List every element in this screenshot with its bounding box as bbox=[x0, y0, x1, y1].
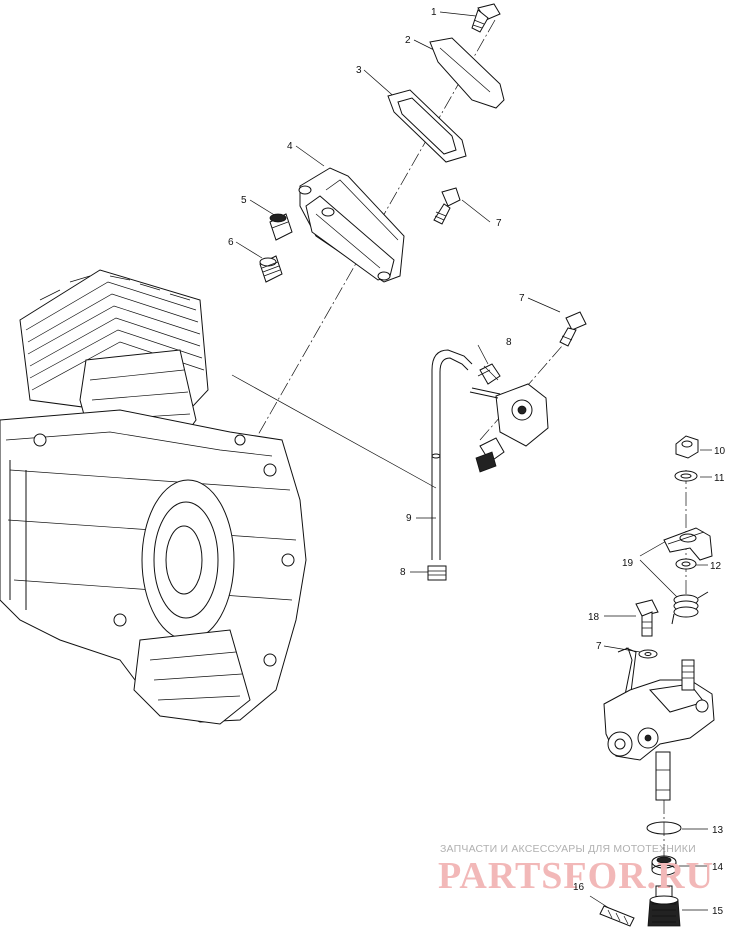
engine-block bbox=[0, 269, 307, 725]
spring-part-19 bbox=[671, 591, 709, 625]
callout-18: 18 bbox=[588, 612, 600, 623]
callout-14: 14 bbox=[712, 862, 724, 873]
callout-6: 6 bbox=[228, 237, 234, 248]
gasket-part-3 bbox=[387, 89, 467, 163]
callout-10: 10 bbox=[714, 446, 726, 457]
callout-labels: 1 2 3 4 5 6 7 7 8 9 8 10 11 19 12 18 7 1… bbox=[228, 7, 726, 917]
oil-pump-assembly bbox=[603, 647, 715, 801]
nut-part-10 bbox=[675, 435, 699, 459]
watermark: ЗАПЧАСТИ И АКСЕССУАРЫ ДЛЯ МОТОТЕХНИКИ PA… bbox=[438, 843, 714, 897]
pin-part-16 bbox=[599, 905, 635, 927]
callout-2: 2 bbox=[405, 35, 411, 46]
seal-part-14 bbox=[651, 855, 677, 876]
drive-gear-part-15 bbox=[647, 885, 681, 927]
bolt-part-1 bbox=[471, 3, 501, 33]
cover-housing-part-4 bbox=[298, 167, 405, 283]
callout-11: 11 bbox=[714, 473, 725, 484]
hose-clamp-part-8-lower bbox=[427, 565, 447, 581]
watermark-brand: PARTSFOR.RU bbox=[438, 855, 714, 897]
callout-15: 15 bbox=[712, 906, 724, 917]
bolt-part-7-middle bbox=[559, 311, 587, 347]
callout-3: 3 bbox=[356, 65, 362, 76]
oil-line-part-9 bbox=[431, 349, 473, 560]
bolt-part-7-upper bbox=[433, 187, 461, 225]
callout-4: 4 bbox=[287, 141, 293, 152]
hose-clamp-part-8-upper bbox=[477, 363, 501, 385]
callout-8-lower: 8 bbox=[400, 567, 406, 578]
callout-5: 5 bbox=[241, 195, 247, 206]
callout-8-upper: 8 bbox=[506, 337, 512, 348]
callout-9: 9 bbox=[406, 513, 412, 524]
callout-16: 16 bbox=[573, 882, 585, 893]
callout-19: 19 bbox=[622, 558, 634, 569]
leader-lines bbox=[231, 11, 712, 911]
callout-12: 12 bbox=[710, 561, 722, 572]
callout-7-lower: 7 bbox=[596, 641, 602, 652]
control-lever-part-19 bbox=[663, 527, 713, 561]
washer-part-12 bbox=[675, 558, 697, 570]
o-ring-part-13 bbox=[646, 821, 682, 835]
lock-washer-part-11 bbox=[674, 470, 698, 482]
grommet-part-6 bbox=[259, 255, 283, 283]
callout-1: 1 bbox=[431, 7, 437, 18]
washer-part-7-lower bbox=[638, 649, 658, 659]
cover-plate-part-2 bbox=[429, 37, 505, 109]
watermark-tagline: ЗАПЧАСТИ И АКСЕССУАРЫ ДЛЯ МОТОТЕХНИКИ bbox=[440, 843, 696, 855]
bolt-part-18 bbox=[635, 599, 659, 637]
grommet-part-5 bbox=[269, 213, 293, 241]
oil-pump-upper bbox=[469, 383, 549, 473]
callout-13: 13 bbox=[712, 825, 724, 836]
callout-7-upper: 7 bbox=[496, 218, 502, 229]
callout-7-middle: 7 bbox=[519, 293, 525, 304]
